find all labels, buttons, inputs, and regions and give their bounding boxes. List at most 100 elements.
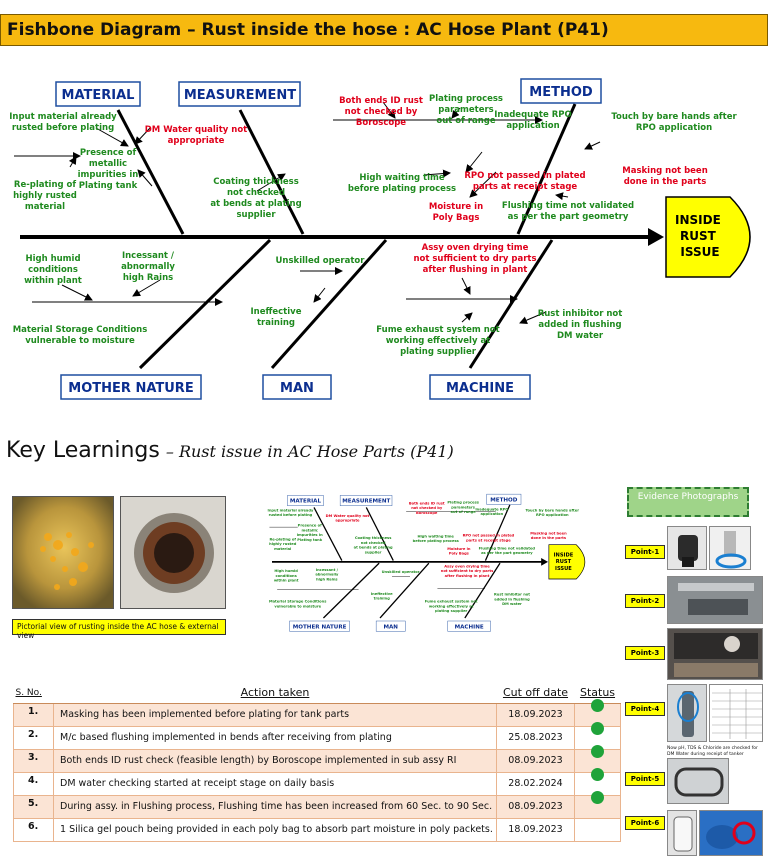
evidence-note: Now pH, TDS & Chloride are checked for D… (667, 746, 758, 757)
title-banner: Fishbone Diagram – Rust inside the hose … (0, 14, 768, 46)
svg-text:INSIDE RUST ISSUE: INSIDE RUST ISSUE (675, 213, 725, 259)
category-material: MATERIAL (62, 88, 135, 103)
evidence-title: Evidence Photographs (627, 487, 749, 517)
evidence-photo-3 (667, 628, 763, 680)
cause-unskilled: Unskilled operator (276, 256, 366, 266)
evidence-photo-4a (667, 684, 707, 742)
svg-text:MEASUREMENT: MEASUREMENT (342, 499, 390, 505)
pictorial-caption: Pictorial view of rusting inside the AC … (12, 619, 226, 640)
evidence-photo-5 (667, 758, 729, 804)
point-5-label: Point-5 (625, 772, 665, 786)
svg-text:MATERIAL: MATERIAL (290, 499, 322, 505)
header-sno: S. No. (13, 683, 54, 704)
status-dot (591, 767, 604, 781)
point-6-label: Point-6 (625, 816, 665, 830)
category-man: MAN (280, 381, 314, 396)
point-1-label: Point-1 (625, 545, 665, 559)
svg-text:MAN: MAN (383, 624, 398, 630)
fish-head (665, 196, 751, 278)
page-title: Fishbone Diagram – Rust inside the hose … (7, 20, 609, 40)
header-date: Cut off date (496, 683, 575, 704)
head-text: INSIDE (675, 213, 721, 227)
table-row: 6. 1 Silica gel pouch being provided in … (13, 817, 621, 842)
category-method: METHOD (529, 85, 593, 100)
action-table: S. No. Action taken Cut off date Status … (13, 683, 621, 842)
table-row: 1. Masking has been implemented before p… (13, 698, 621, 727)
rust-photo-inside (12, 496, 114, 609)
header-status: Status (574, 683, 621, 704)
evidence-photo-4b (709, 684, 763, 742)
category-machine: MACHINE (446, 381, 514, 396)
point-4-label: Point-4 (625, 702, 665, 716)
key-learnings-heading: Key Learnings– Rust issue in AC Hose Par… (6, 438, 454, 463)
status-dot (591, 744, 604, 758)
category-measurement: MEASUREMENT (184, 88, 296, 103)
evidence-photo-6a (667, 810, 697, 856)
header-action: Action taken (53, 683, 497, 704)
fishbone-diagram: INSIDE RUST ISSUE (9, 78, 751, 400)
status-empty (574, 817, 621, 842)
evidence-photo-6b (699, 810, 763, 856)
point-2-label: Point-2 (625, 594, 665, 608)
rust-photo-external (120, 496, 226, 609)
svg-text:MOTHER NATURE: MOTHER NATURE (293, 624, 347, 630)
svg-text:METHOD: METHOD (490, 497, 518, 503)
table-row: 2. M/c based flushing implemented in ben… (13, 721, 621, 750)
svg-text:MACHINE: MACHINE (455, 624, 484, 630)
svg-text:Unskilled operator: Unskilled operator (382, 570, 420, 574)
table-row: 5. During assy. in Flushing process, Flu… (13, 790, 621, 819)
status-dot (591, 790, 604, 804)
category-mother-nature: MOTHER NATURE (68, 381, 193, 396)
evidence-photo-2 (667, 576, 763, 624)
point-3-label: Point-3 (625, 646, 665, 660)
evidence-photo-1b (709, 526, 751, 570)
table-row: 4. DM water checking started at receipt … (13, 767, 621, 796)
key-learnings-subtitle: – Rust issue in AC Hose Parts (P41) (165, 442, 454, 461)
table-row: 3. Both ends ID rust check (feasible len… (13, 744, 621, 773)
